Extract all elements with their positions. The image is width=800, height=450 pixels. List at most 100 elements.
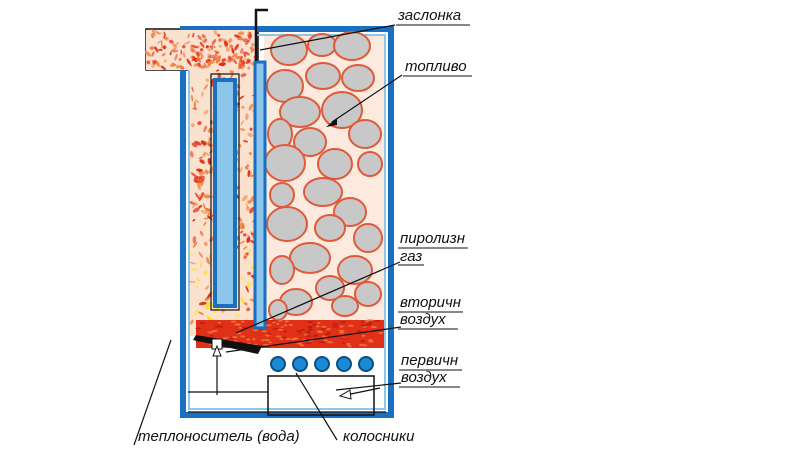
flame-spark <box>190 45 195 53</box>
label-secondary-air: вторичн воздух <box>398 294 463 330</box>
fuel-log <box>269 182 295 208</box>
flame-spark <box>243 246 248 250</box>
combustion-spark <box>312 323 317 326</box>
flame-spark <box>231 47 235 54</box>
svg-text:воздух: воздух <box>401 369 447 386</box>
svg-text:воздух: воздух <box>400 311 446 328</box>
flame-spark <box>198 204 203 209</box>
combustion-spark <box>338 329 345 332</box>
flame-spark <box>201 39 206 43</box>
svg-text:газ: газ <box>400 248 422 265</box>
flame-spark <box>197 34 202 41</box>
combustion-spark <box>321 325 327 328</box>
flame-spark <box>212 58 216 64</box>
flame-spark <box>203 109 209 115</box>
flame-spark <box>247 260 251 265</box>
flame-spark <box>211 78 214 85</box>
flame-spark <box>198 156 203 160</box>
flame-spark <box>240 230 244 234</box>
combustion-spark <box>326 332 332 335</box>
flame-spark <box>190 123 195 127</box>
combustion-spark <box>305 342 312 345</box>
combustion-spark <box>275 335 282 338</box>
flame-spark <box>173 41 180 47</box>
flame-spark <box>247 200 252 204</box>
flame-spark <box>197 121 202 126</box>
flame-spark <box>220 62 225 67</box>
flame-spark <box>207 139 211 145</box>
combustion-spark <box>288 323 294 326</box>
flame-spark <box>197 51 202 54</box>
flame-spark <box>243 302 248 306</box>
combustion-spark <box>313 335 317 337</box>
combustion-spark <box>317 322 321 324</box>
flame-spark <box>229 44 234 49</box>
flame-spark <box>163 59 167 63</box>
flame-spark <box>189 319 194 325</box>
combustion-spark <box>339 331 345 334</box>
label-coolant: теплоноситель (вода) <box>138 428 300 445</box>
flame-spark <box>168 39 174 44</box>
flame-spark <box>223 43 229 48</box>
flame-spark <box>245 203 249 209</box>
combustion-spark <box>296 342 303 345</box>
combustion-spark <box>305 335 312 338</box>
flame-spark <box>188 280 196 283</box>
flame-spark <box>243 254 247 257</box>
flame-spark <box>205 285 209 291</box>
flame-spark <box>203 84 209 90</box>
combustion-spark <box>279 337 284 340</box>
fuel-log <box>303 177 343 207</box>
flame-spark <box>226 47 230 52</box>
combustion-spark <box>264 339 270 342</box>
combustion-spark <box>283 330 287 333</box>
flame-spark <box>203 217 209 220</box>
combustion-spark <box>277 328 284 331</box>
flame-spark <box>176 65 180 69</box>
flame-spark <box>217 33 221 37</box>
combustion-spark <box>366 319 374 322</box>
combustion-spark <box>340 321 347 324</box>
combustion-spark <box>362 344 367 347</box>
flame-spark <box>205 78 209 83</box>
combustion-spark <box>282 336 288 339</box>
flame-spark <box>171 62 176 67</box>
combustion-spark <box>360 324 367 327</box>
flame-spark <box>191 57 196 61</box>
flame-spark <box>208 143 215 148</box>
flame-spark <box>202 152 206 157</box>
damper-rod[interactable] <box>254 8 268 61</box>
flame-spark <box>203 125 208 133</box>
flame-spark <box>225 59 230 63</box>
flame-spark <box>208 54 215 59</box>
combustion-spark <box>268 341 272 344</box>
combustion-spark <box>368 321 373 324</box>
combustion-spark <box>307 326 313 329</box>
fuel-log <box>321 91 363 129</box>
flame-spark <box>235 55 240 60</box>
flame-spark <box>198 194 204 202</box>
flame-spark <box>213 29 218 36</box>
fuel-log <box>341 64 375 92</box>
flame-spark <box>250 49 254 53</box>
flame-spark <box>202 176 204 181</box>
flame-spark <box>150 46 154 49</box>
combustion-spark <box>283 324 287 327</box>
flame-spark <box>244 39 250 45</box>
combustion-spark <box>238 326 242 329</box>
flame-spark <box>240 120 245 126</box>
flame-spark <box>248 103 254 111</box>
combustion-spark <box>252 329 259 332</box>
flame-spark <box>178 65 185 70</box>
fuel-log <box>270 34 308 66</box>
flame-spark <box>180 49 183 55</box>
flame-spark <box>194 202 199 206</box>
flame-spark <box>194 140 202 146</box>
flame-spark <box>234 313 240 318</box>
fuel-log <box>264 144 306 182</box>
combustion-spark <box>234 323 242 326</box>
flame-spark <box>191 86 194 93</box>
flame-spark <box>247 31 250 37</box>
partition-wall <box>253 60 267 330</box>
flame-spark <box>154 46 159 53</box>
